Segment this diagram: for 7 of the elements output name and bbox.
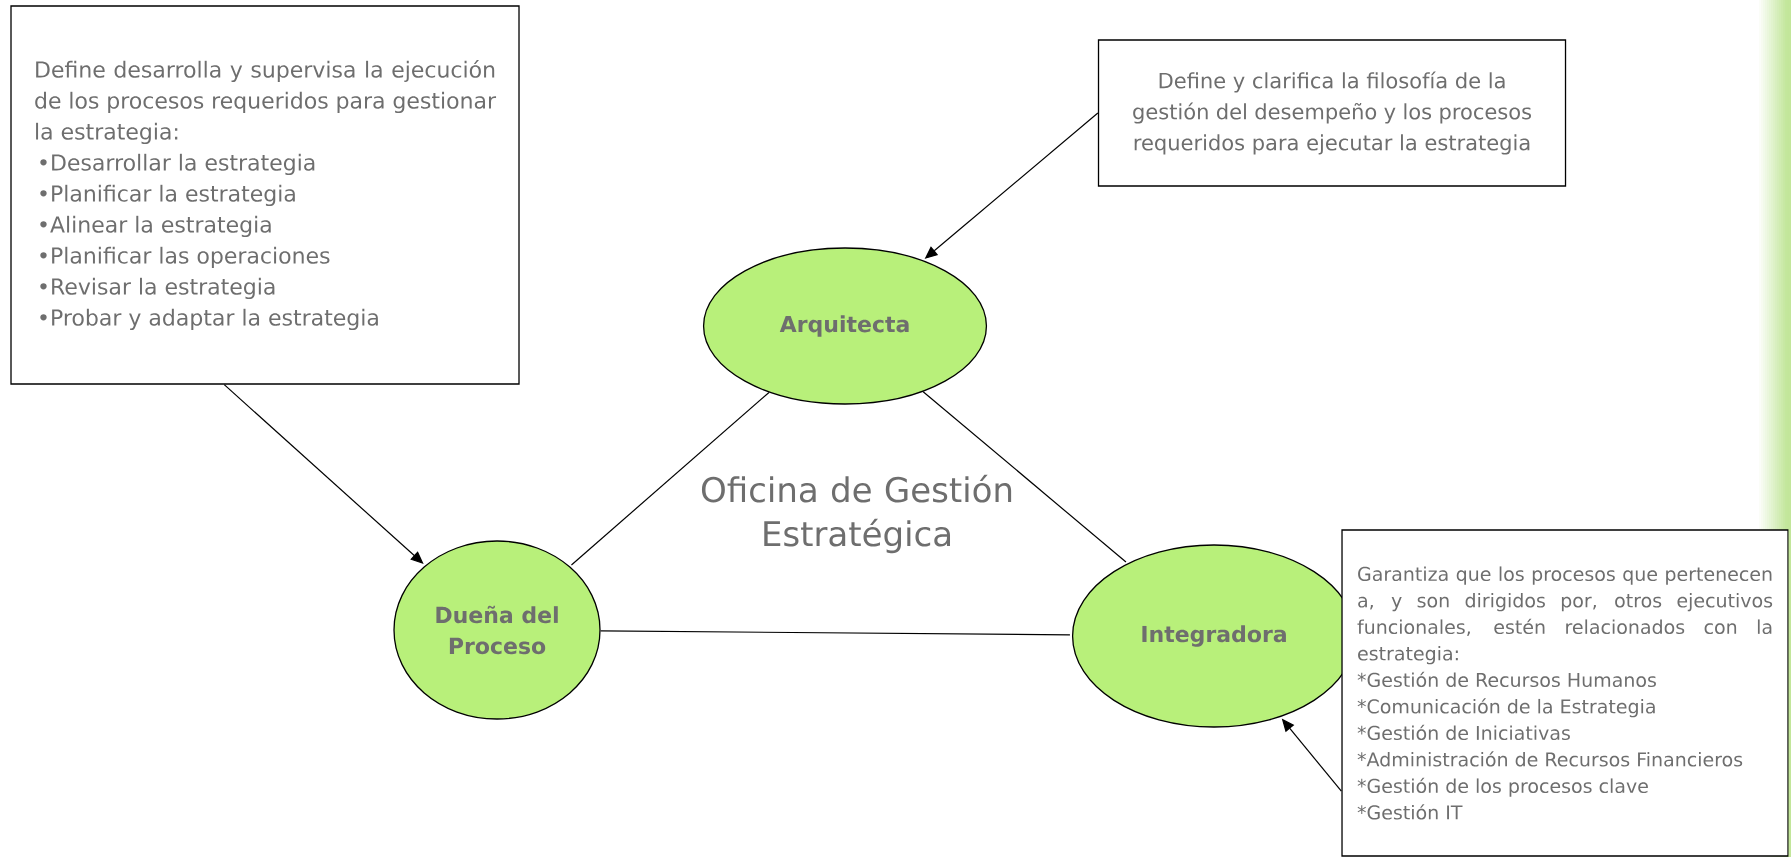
connector-line bbox=[922, 391, 1127, 563]
connector-line bbox=[570, 391, 770, 566]
center-title: Oficina de Gestión Estratégica bbox=[701, 474, 1012, 554]
text-box: Garantiza que los procesos que pertenecen a, y son dirigidos por, otros ejecutivos funcionales, estén relacionados con la estrategia: *Gestión de Recursos Humanos *Comunicación de la Estrategia *Gestión de Iniciativas *Administración de Recursos Financieros *Gestión de los procesos clave *Gestión IT bbox=[1341, 529, 1789, 857]
connector-line bbox=[600, 630, 1071, 636]
text-box: Define y clarifica la filosofía de la gestión del desempeño y los procesos requeridos para ejecutar la estrategia bbox=[1097, 39, 1567, 187]
text-box: Define desarrolla y supervisa la ejecución de los procesos requeridos para gestionar la estrategia: •Desarrollar la estrategia •Planificar la estrategia •Alinear la estrategia •Planificar las operaciones •Revisar la estrategia •Probar y adaptar la estrategia bbox=[10, 5, 520, 385]
